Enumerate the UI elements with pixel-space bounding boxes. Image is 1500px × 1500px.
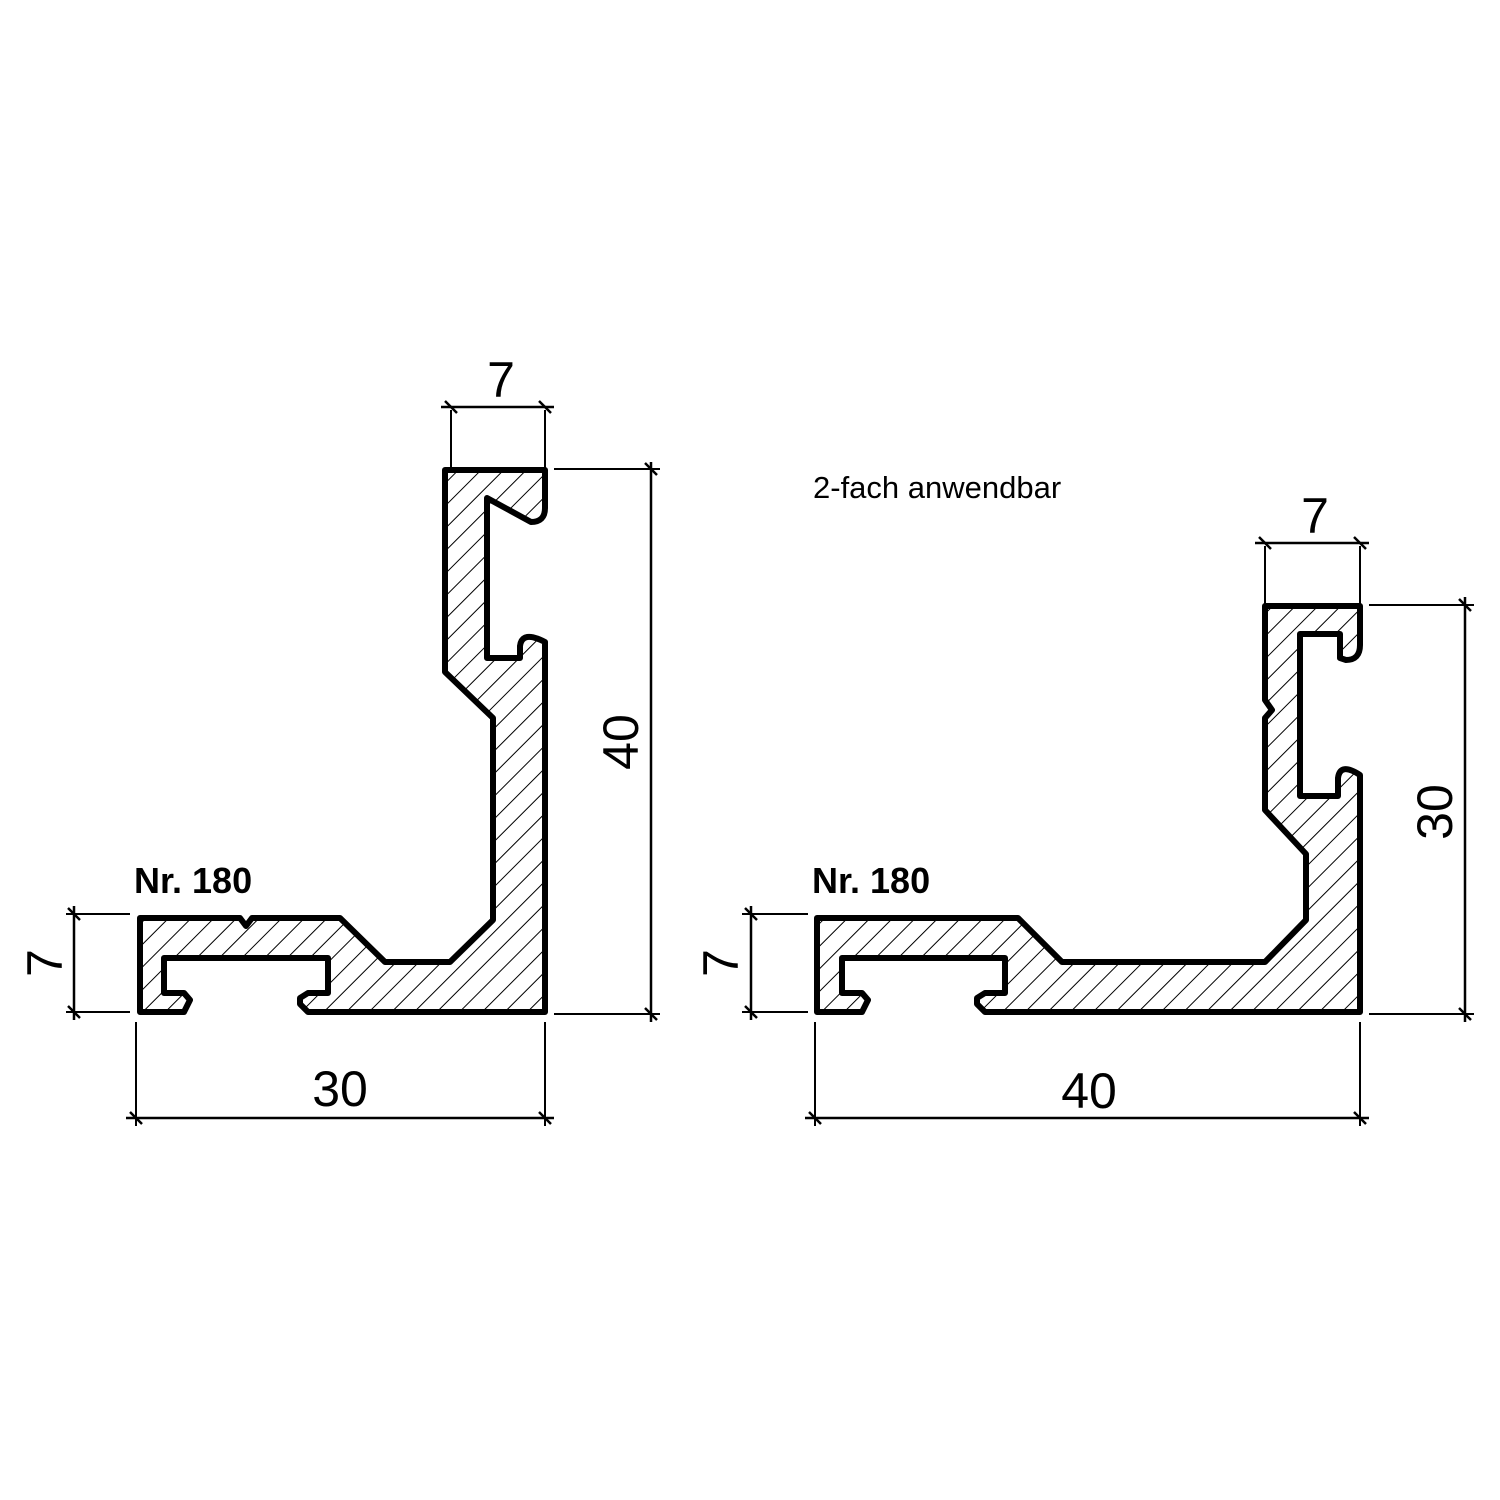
- dim-right-top-width: 7: [1301, 488, 1329, 544]
- dim-left-height: 40: [593, 714, 649, 770]
- dim-left-width: 30: [312, 1061, 368, 1117]
- dim-right-height: 30: [1407, 784, 1463, 840]
- dim-left-base-height: 7: [17, 949, 73, 977]
- dim-left-top-width: 7: [487, 352, 515, 408]
- note-text: 2-fach anwendbar: [813, 470, 1061, 505]
- profile-left-section: [137, 467, 548, 1015]
- profile-left: 7 40 7 30 Nr. 180: [17, 352, 660, 1126]
- dim-right-width: 40: [1061, 1063, 1117, 1119]
- profile-left-label: Nr. 180: [134, 860, 252, 901]
- profile-right-section: [814, 603, 1363, 1015]
- profile-right-label: Nr. 180: [812, 860, 930, 901]
- dim-right-base-height: 7: [693, 949, 749, 977]
- profile-right: 7 30 7 40 Nr. 180: [693, 488, 1474, 1126]
